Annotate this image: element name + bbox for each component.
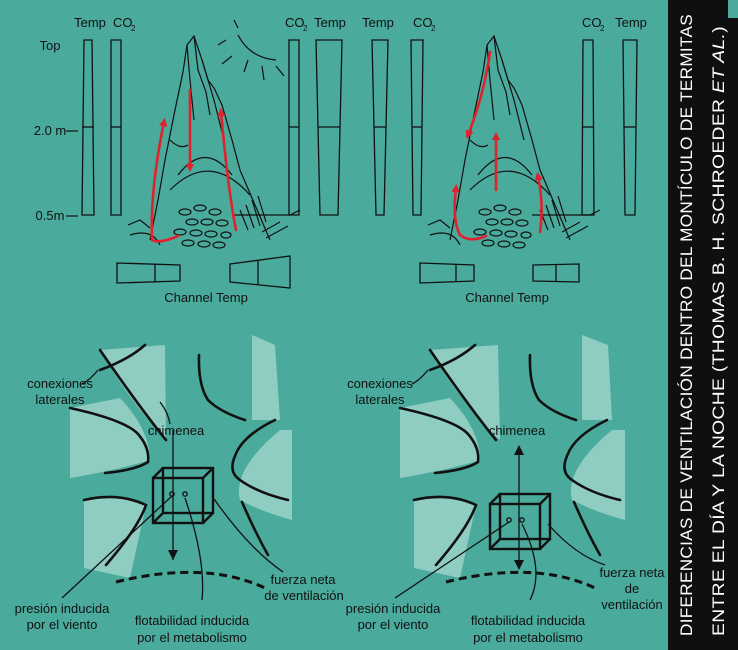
laterales-label: laterales — [355, 392, 405, 407]
temp-label: Temp — [362, 15, 394, 30]
co2-subscript: 2 — [303, 24, 308, 33]
por-viento-label: por el viento — [27, 617, 98, 632]
de-ventilacion-label: de ventilación — [264, 588, 344, 603]
flotabilidad-label: flotabilidad inducida — [135, 613, 250, 628]
co2-label: CO — [413, 15, 433, 30]
side-title-line-2: ENTRE EL DÍA Y LA NOCHE (THOMAS B. H. SC… — [709, 26, 728, 636]
por-metabolismo-label: por el metabolismo — [473, 630, 583, 645]
lateral-connection-region — [70, 335, 292, 578]
channel-temp-label: Channel Temp — [164, 290, 248, 305]
ventilacion-label: ventilación — [601, 597, 662, 612]
chimenea-label: chimenea — [148, 423, 205, 438]
co2-subscript: 2 — [600, 24, 605, 33]
conexiones-label: conexiones — [27, 376, 93, 391]
air-parcel-cube — [153, 468, 213, 523]
channel-temp-gauge — [420, 263, 579, 283]
temp-gauge — [372, 40, 388, 215]
chimenea-label: chimenea — [489, 423, 546, 438]
co2-label: CO — [113, 15, 133, 30]
temp-gauge — [82, 40, 94, 215]
channel-temp-gauge — [117, 256, 290, 288]
air-parcel-cube — [490, 494, 550, 549]
sun-icon — [218, 20, 284, 80]
height-2m-label: 2.0 m — [34, 123, 67, 138]
temp-gauge — [623, 40, 637, 215]
side-title-band: DIFERENCIAS DE VENTILACIÓN DENTRO DEL MO… — [668, 0, 738, 650]
day-mound-panel: Temp CO 2 CO 2 Temp Top 2.0 m 0.5m — [34, 15, 346, 305]
co2-gauge — [289, 40, 299, 215]
fuerza-neta-label: fuerza neta — [270, 572, 336, 587]
presion-label: presión inducida — [346, 601, 441, 616]
side-title-line-1: DIFERENCIAS DE VENTILACIÓN DENTRO DEL MO… — [677, 14, 696, 636]
por-metabolismo-label: por el metabolismo — [137, 630, 247, 645]
co2-subscript: 2 — [431, 24, 436, 33]
top-label: Top — [40, 38, 61, 53]
laterales-label: laterales — [35, 392, 85, 407]
presion-label: presión inducida — [15, 601, 110, 616]
temp-label: Temp — [615, 15, 647, 30]
night-mound-panel: Temp CO 2 CO 2 Temp — [362, 15, 647, 305]
flotabilidad-label: flotabilidad inducida — [471, 613, 586, 628]
fuerza-neta-label: fuerza neta — [599, 565, 665, 580]
day-force-diagram: conexiones laterales chimenea fuerza net… — [15, 335, 344, 645]
temp-label: Temp — [314, 15, 346, 30]
co2-gauge — [111, 40, 121, 215]
co2-label: CO — [582, 15, 602, 30]
temp-label: Temp — [74, 15, 106, 30]
temp-gauge — [316, 40, 342, 215]
de-label: de — [625, 581, 639, 596]
height-05m-label: 0.5m — [36, 208, 65, 223]
co2-label: CO — [285, 15, 305, 30]
night-force-diagram: conexiones laterales chimenea fuerza net… — [346, 335, 666, 645]
termite-mound — [128, 36, 300, 248]
co2-gauge — [582, 40, 594, 215]
por-viento-label: por el viento — [358, 617, 429, 632]
conexiones-label: conexiones — [347, 376, 413, 391]
co2-subscript: 2 — [131, 24, 136, 33]
channel-temp-label: Channel Temp — [465, 290, 549, 305]
co2-gauge — [411, 40, 423, 215]
